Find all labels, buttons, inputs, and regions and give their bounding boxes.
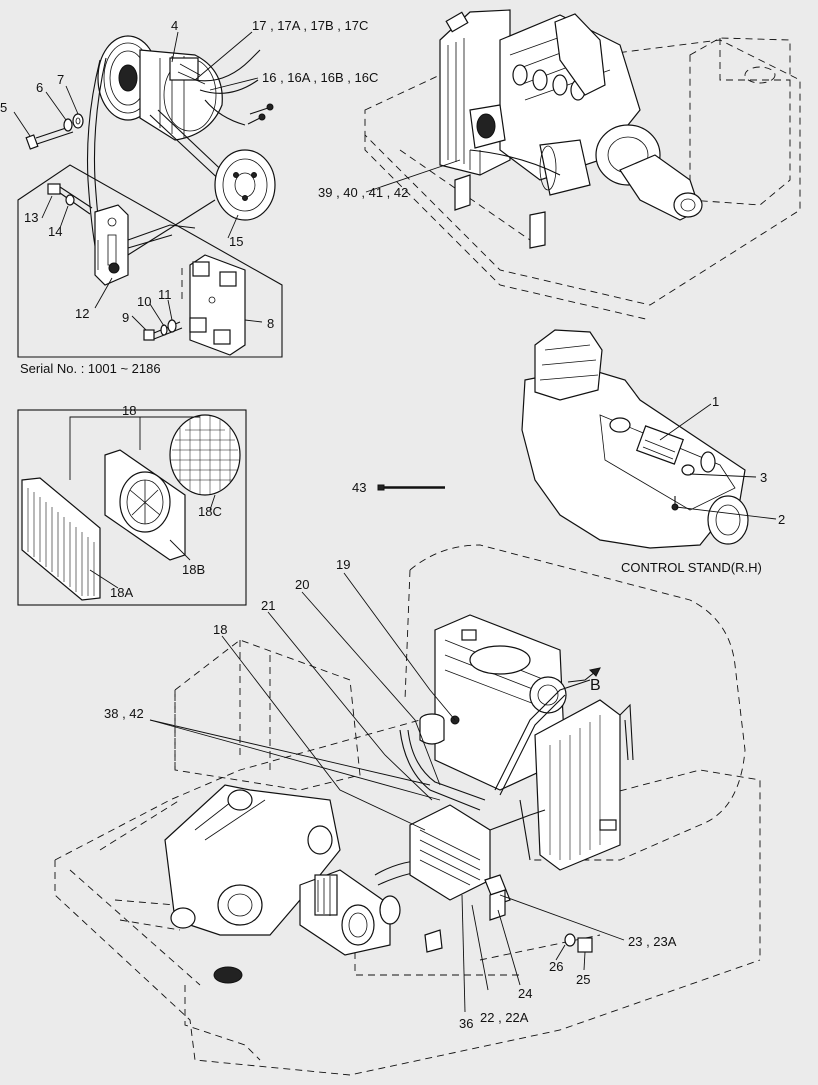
callout-3: 3 — [760, 470, 767, 485]
callout-21: 21 — [261, 598, 275, 613]
cable-tie — [377, 484, 445, 491]
bracket-detail-box — [17, 164, 283, 358]
control-stand-caption: CONTROL STAND(R.H) — [621, 560, 762, 575]
callout-23: 23 , 23A — [628, 934, 677, 949]
callout-14: 14 — [48, 224, 62, 239]
condenser-detail-box — [17, 409, 247, 606]
callout-labels: 4 17 , 17A , 17B , 17C 16 , 16A , 16B , … — [0, 18, 785, 1031]
control-stand — [521, 329, 749, 549]
callout-22: 22 , 22A — [480, 1010, 529, 1025]
callout-36: 36 — [459, 1016, 473, 1031]
callout-38: 38 , 42 — [104, 706, 144, 721]
callout-18C: 18C — [198, 504, 222, 519]
engine-view — [364, 9, 801, 321]
callout-8: 8 — [267, 316, 274, 331]
callout-9: 9 — [122, 310, 129, 325]
callout-10: 10 — [137, 294, 151, 309]
callout-5: 5 — [0, 100, 7, 115]
callout-25: 25 — [576, 972, 590, 987]
callout-17: 17 , 17A , 17B , 17C — [252, 18, 368, 33]
callout-18A: 18A — [110, 585, 133, 600]
callout-2: 2 — [778, 512, 785, 527]
callout-12: 12 — [75, 306, 89, 321]
view-marker-b: B — [590, 677, 601, 694]
serial-note: Serial No. : 1001 ~ 2186 — [20, 361, 161, 376]
callout-24: 24 — [518, 986, 532, 1001]
callout-18-main: 18 — [213, 622, 227, 637]
callout-18B: 18B — [182, 562, 205, 577]
callout-7: 7 — [57, 72, 64, 87]
callout-20: 20 — [295, 577, 309, 592]
callout-18-box: 18 — [122, 403, 136, 418]
callout-43: 43 — [352, 480, 366, 495]
callout-13: 13 — [24, 210, 38, 225]
callout-39: 39 , 40 , 41 , 42 — [318, 185, 408, 200]
callout-26: 26 — [549, 959, 563, 974]
callout-16: 16 , 16A , 16B , 16C — [262, 70, 378, 85]
callout-6: 6 — [36, 80, 43, 95]
main-machine-view — [54, 544, 761, 1076]
callout-1: 1 — [712, 394, 719, 409]
callout-19: 19 — [336, 557, 350, 572]
callout-4: 4 — [171, 18, 178, 33]
leader-lines — [13, 31, 777, 1013]
callout-11: 11 — [158, 287, 172, 302]
bolt-5-6-7 — [25, 113, 84, 150]
callout-15: 15 — [229, 234, 243, 249]
